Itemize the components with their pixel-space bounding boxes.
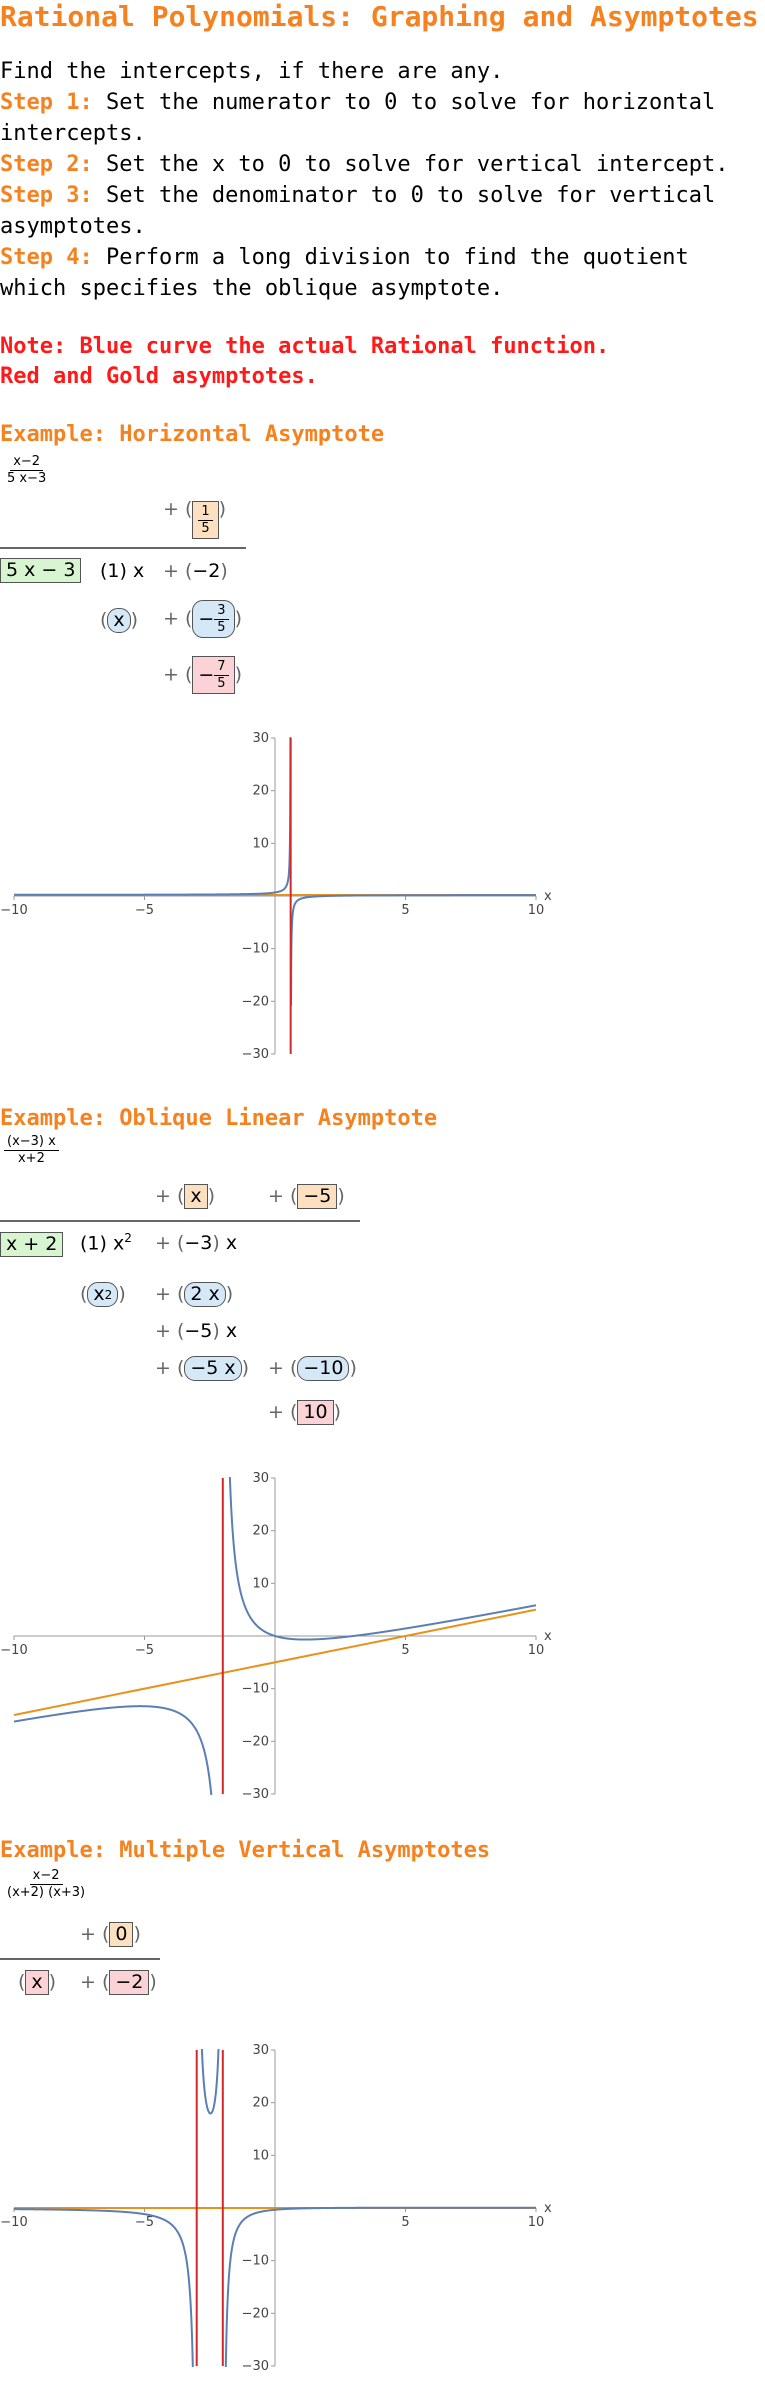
page-title: Rational Polynomials: Graphing and Asymp… — [0, 0, 759, 33]
y-tick-label: −20 — [242, 994, 269, 1009]
y-tick-label: −20 — [242, 1734, 269, 1749]
example-title: Example: Oblique Linear Asymptote — [0, 1106, 438, 1131]
dividend-term: + (−2) — [163, 560, 228, 582]
product-term: (x) — [100, 608, 139, 633]
quotient-term: + (−5) — [268, 1184, 345, 1209]
note-line: Note: Blue curve the actual Rational fun… — [0, 334, 610, 359]
divisor: 5 x − 3 — [0, 558, 82, 583]
y-tick-label: 30 — [252, 1471, 269, 1486]
quotient-term: + (x) — [155, 1184, 216, 1209]
y-tick-label: 10 — [252, 1576, 269, 1591]
division-bar — [0, 1958, 160, 1960]
y-tick-label: −10 — [242, 942, 269, 957]
x-tick-label: −10 — [0, 1643, 27, 1658]
divisor: x + 2 — [0, 1232, 64, 1257]
x-tick-label: 10 — [528, 2215, 545, 2230]
y-tick-label: 10 — [252, 2148, 269, 2163]
product-term: + (−5 x) — [155, 1356, 250, 1381]
division-bar — [0, 1220, 360, 1222]
instructions: Find the intercepts, if there are any. S… — [0, 56, 765, 304]
subtotal-term: + (−5) x — [155, 1320, 238, 1342]
oblique-asymptote-line — [14, 1608, 536, 1716]
expr-numerator: (x−3) x — [4, 1134, 59, 1151]
x-tick-label: 5 — [401, 903, 409, 918]
y-tick-label: 10 — [252, 836, 269, 851]
intro-text: Find the intercepts, if there are any. — [0, 59, 504, 84]
x-axis-label: x — [544, 1629, 552, 1644]
example-title: Example: Multiple Vertical Asymptotes — [0, 1838, 491, 1863]
step-text: Set the numerator to 0 to solve for hori… — [0, 90, 716, 146]
y-tick-label: 30 — [252, 2043, 269, 2058]
x-axis-label: x — [544, 889, 552, 904]
expr-denominator: (x+2) (x+3) — [7, 1884, 86, 1900]
remainder-term: (x) — [18, 1970, 57, 1995]
graph-1: −10 −5 5 10 −30 −20 −10 10 20 30 x — [0, 731, 552, 1062]
note-line: Red and Gold asymptotes. — [0, 364, 318, 389]
step-label: Step 4: — [0, 245, 93, 270]
y-tick-label: 30 — [252, 731, 269, 746]
dividend-term: (1) x2 — [80, 1231, 132, 1255]
expr-numerator: x−2 — [29, 1868, 63, 1885]
quotient-term: + (0) — [80, 1922, 141, 1947]
y-tick-label: −10 — [242, 1682, 269, 1697]
division-bar — [0, 547, 246, 549]
x-tick-label: −5 — [135, 903, 154, 918]
step-text: Set the x to 0 to solve for vertical int… — [92, 152, 729, 177]
y-tick-label: 20 — [252, 784, 269, 799]
x-tick-label: 10 — [528, 1643, 545, 1658]
step-2: Step 2: Set the x to 0 to solve for vert… — [0, 149, 765, 180]
remainder: + (10) — [268, 1400, 341, 1425]
rational-expression: x−2(x+2) (x+3) — [4, 1868, 88, 1900]
x-tick-label: 5 — [401, 2215, 409, 2230]
y-tick-label: 20 — [252, 1524, 269, 1539]
x-tick-label: −10 — [0, 903, 27, 918]
x-tick-label: −5 — [135, 2215, 154, 2230]
step-label: Step 1: — [0, 90, 93, 115]
graph-3: −10 −5 5 10 −30 −20 −10 10 20 30 x — [0, 2043, 552, 2374]
x-tick-label: 10 — [528, 903, 545, 918]
dividend-term: + (−3) x — [155, 1232, 238, 1254]
x-tick-label: −5 — [135, 1643, 154, 1658]
step-label: Step 3: — [0, 183, 93, 208]
legend-note: Note: Blue curve the actual Rational fun… — [0, 332, 609, 392]
function-curve — [14, 737, 536, 1006]
expr-numerator: x−2 — [10, 454, 44, 471]
step-label: Step 2: — [0, 152, 93, 177]
x-axis-label: x — [544, 2201, 552, 2216]
step-4: Step 4: Perform a long division to find … — [0, 242, 765, 304]
y-tick-label: −10 — [242, 2254, 269, 2269]
expr-denominator: x+2 — [17, 1150, 45, 1166]
step-1: Step 1: Set the numerator to 0 to solve … — [0, 87, 765, 149]
graph-2: −10 −5 5 10 −30 −20 −10 10 20 30 x — [0, 1471, 552, 1802]
product-term: + (−10) — [268, 1356, 357, 1381]
step-3: Step 3: Set the denominator to 0 to solv… — [0, 180, 765, 242]
y-tick-label: −30 — [242, 1787, 269, 1802]
remainder-term: + (−2) — [80, 1970, 157, 1995]
function-curve — [14, 2049, 536, 2367]
y-tick-label: −30 — [242, 1047, 269, 1062]
y-tick-label: 20 — [252, 2096, 269, 2111]
dividend-term: (1) x — [100, 560, 145, 582]
y-tick-label: −20 — [242, 2306, 269, 2321]
x-tick-label: −10 — [0, 2215, 27, 2230]
y-tick-label: −30 — [242, 2359, 269, 2374]
step-text: Perform a long division to find the quot… — [0, 245, 689, 301]
product-term: + (2 x) — [155, 1282, 234, 1307]
example-title: Example: Horizontal Asymptote — [0, 422, 385, 447]
x-tick-label: 5 — [401, 1643, 409, 1658]
step-text: Set the denominator to 0 to solve for ve… — [0, 183, 716, 239]
expr-denominator: 5 x−3 — [7, 470, 47, 486]
function-curve — [14, 1477, 536, 1795]
